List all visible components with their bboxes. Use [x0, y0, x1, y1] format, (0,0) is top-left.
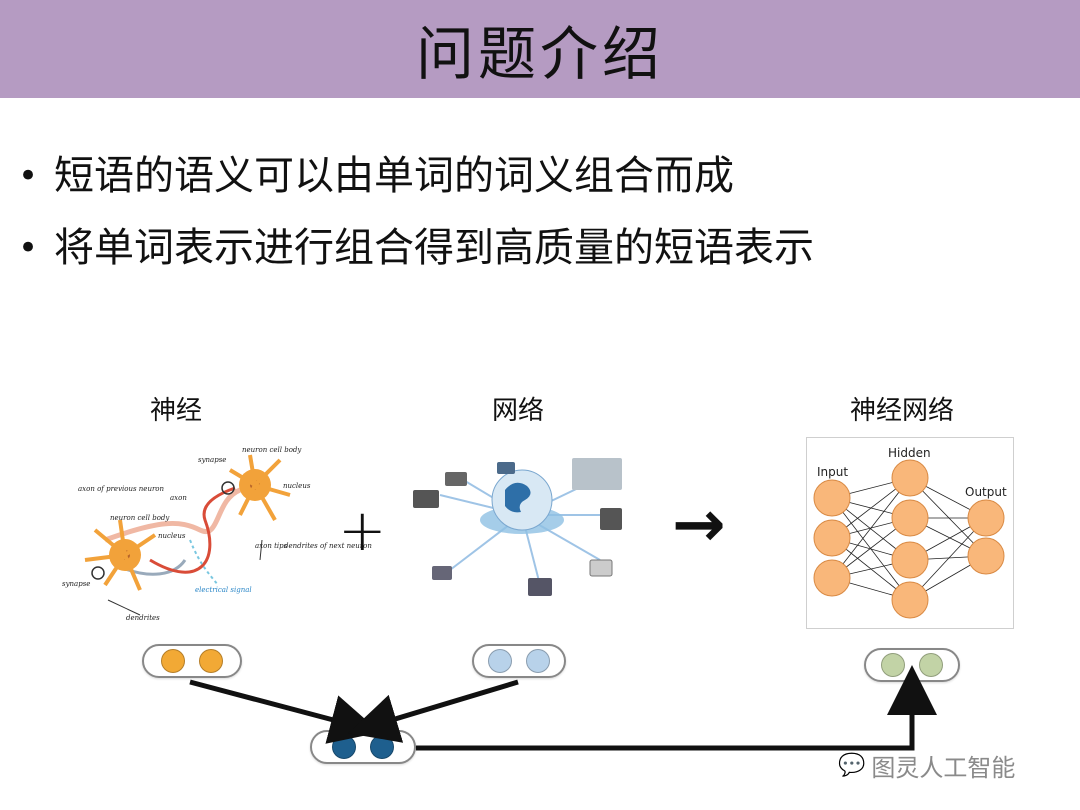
bullet-text: 将单词表示进行组合得到高质量的短语表示 — [54, 225, 814, 271]
neuron-label: axon tips — [255, 542, 288, 550]
bullet-list: • 短语的语义可以由单词的词义组合而成 • 将单词表示进行组合得到高质量的短语表示 — [12, 140, 814, 284]
bullet-dot-icon: • — [18, 228, 39, 268]
neuron-label: dendrites of next neuron — [284, 542, 372, 550]
input-node — [813, 559, 851, 597]
arrow-left-to-combined — [189, 679, 381, 744]
neuron-label: neuron cell body — [242, 446, 302, 454]
neuron-label: axon of previous neuron — [78, 485, 165, 493]
hidden-node — [891, 541, 929, 579]
vector-dot — [488, 649, 512, 673]
vector-dot — [199, 649, 223, 673]
neuron-label: nucleus — [283, 482, 311, 490]
input-node — [813, 479, 851, 517]
vector-dot — [526, 649, 550, 673]
neuron-label: neuron cell body — [110, 514, 170, 522]
plus-icon: + — [338, 496, 387, 564]
neuron-body-right — [221, 454, 291, 521]
neuron-label: nucleus — [158, 532, 186, 540]
neuron-label: dendrites — [126, 614, 160, 622]
bullet-item: • 短语的语义可以由单词的词义组合而成 — [12, 140, 814, 212]
output-node — [967, 499, 1005, 537]
slide-title: 问题介绍 — [415, 20, 664, 88]
bullet-item: • 将单词表示进行组合得到高质量的短语表示 — [12, 212, 814, 284]
arrow-combined-to-result — [416, 665, 937, 751]
vector-network — [472, 644, 566, 678]
neuron-label: electrical signal — [195, 586, 252, 594]
input-node — [813, 519, 851, 557]
neuron-label: synapse — [62, 580, 90, 588]
hidden-node — [891, 581, 929, 619]
neuron-label: axon — [170, 494, 187, 502]
vector-result — [864, 648, 960, 682]
hidden-node — [891, 499, 929, 537]
title-bar: 问题介绍 — [0, 0, 1080, 98]
arrow-right-to-combined — [348, 679, 519, 743]
bullet-text: 短语的语义可以由单词的词义组合而成 — [54, 153, 734, 199]
watermark: 💬 图灵人工智能 — [838, 748, 1015, 783]
output-node — [967, 537, 1005, 575]
neural-label: 神经 — [150, 396, 203, 426]
bullet-dot-icon: • — [18, 156, 39, 196]
wechat-icon: 💬 — [838, 753, 866, 778]
nn-output-label: Output — [965, 485, 1007, 499]
watermark-text: 图灵人工智能 — [871, 754, 1016, 782]
arrow-right-icon: → — [672, 488, 726, 562]
nn-hidden-label: Hidden — [888, 446, 931, 460]
nn-input-label: Input — [817, 465, 848, 479]
vector-neural — [142, 644, 242, 678]
network-label: 网络 — [492, 396, 545, 426]
neuron-body-left — [84, 519, 157, 591]
neuron-label: synapse — [198, 456, 226, 464]
vector-dot — [161, 649, 185, 673]
neural-network-label: 神经网络 — [850, 396, 955, 426]
hidden-node — [891, 459, 929, 497]
